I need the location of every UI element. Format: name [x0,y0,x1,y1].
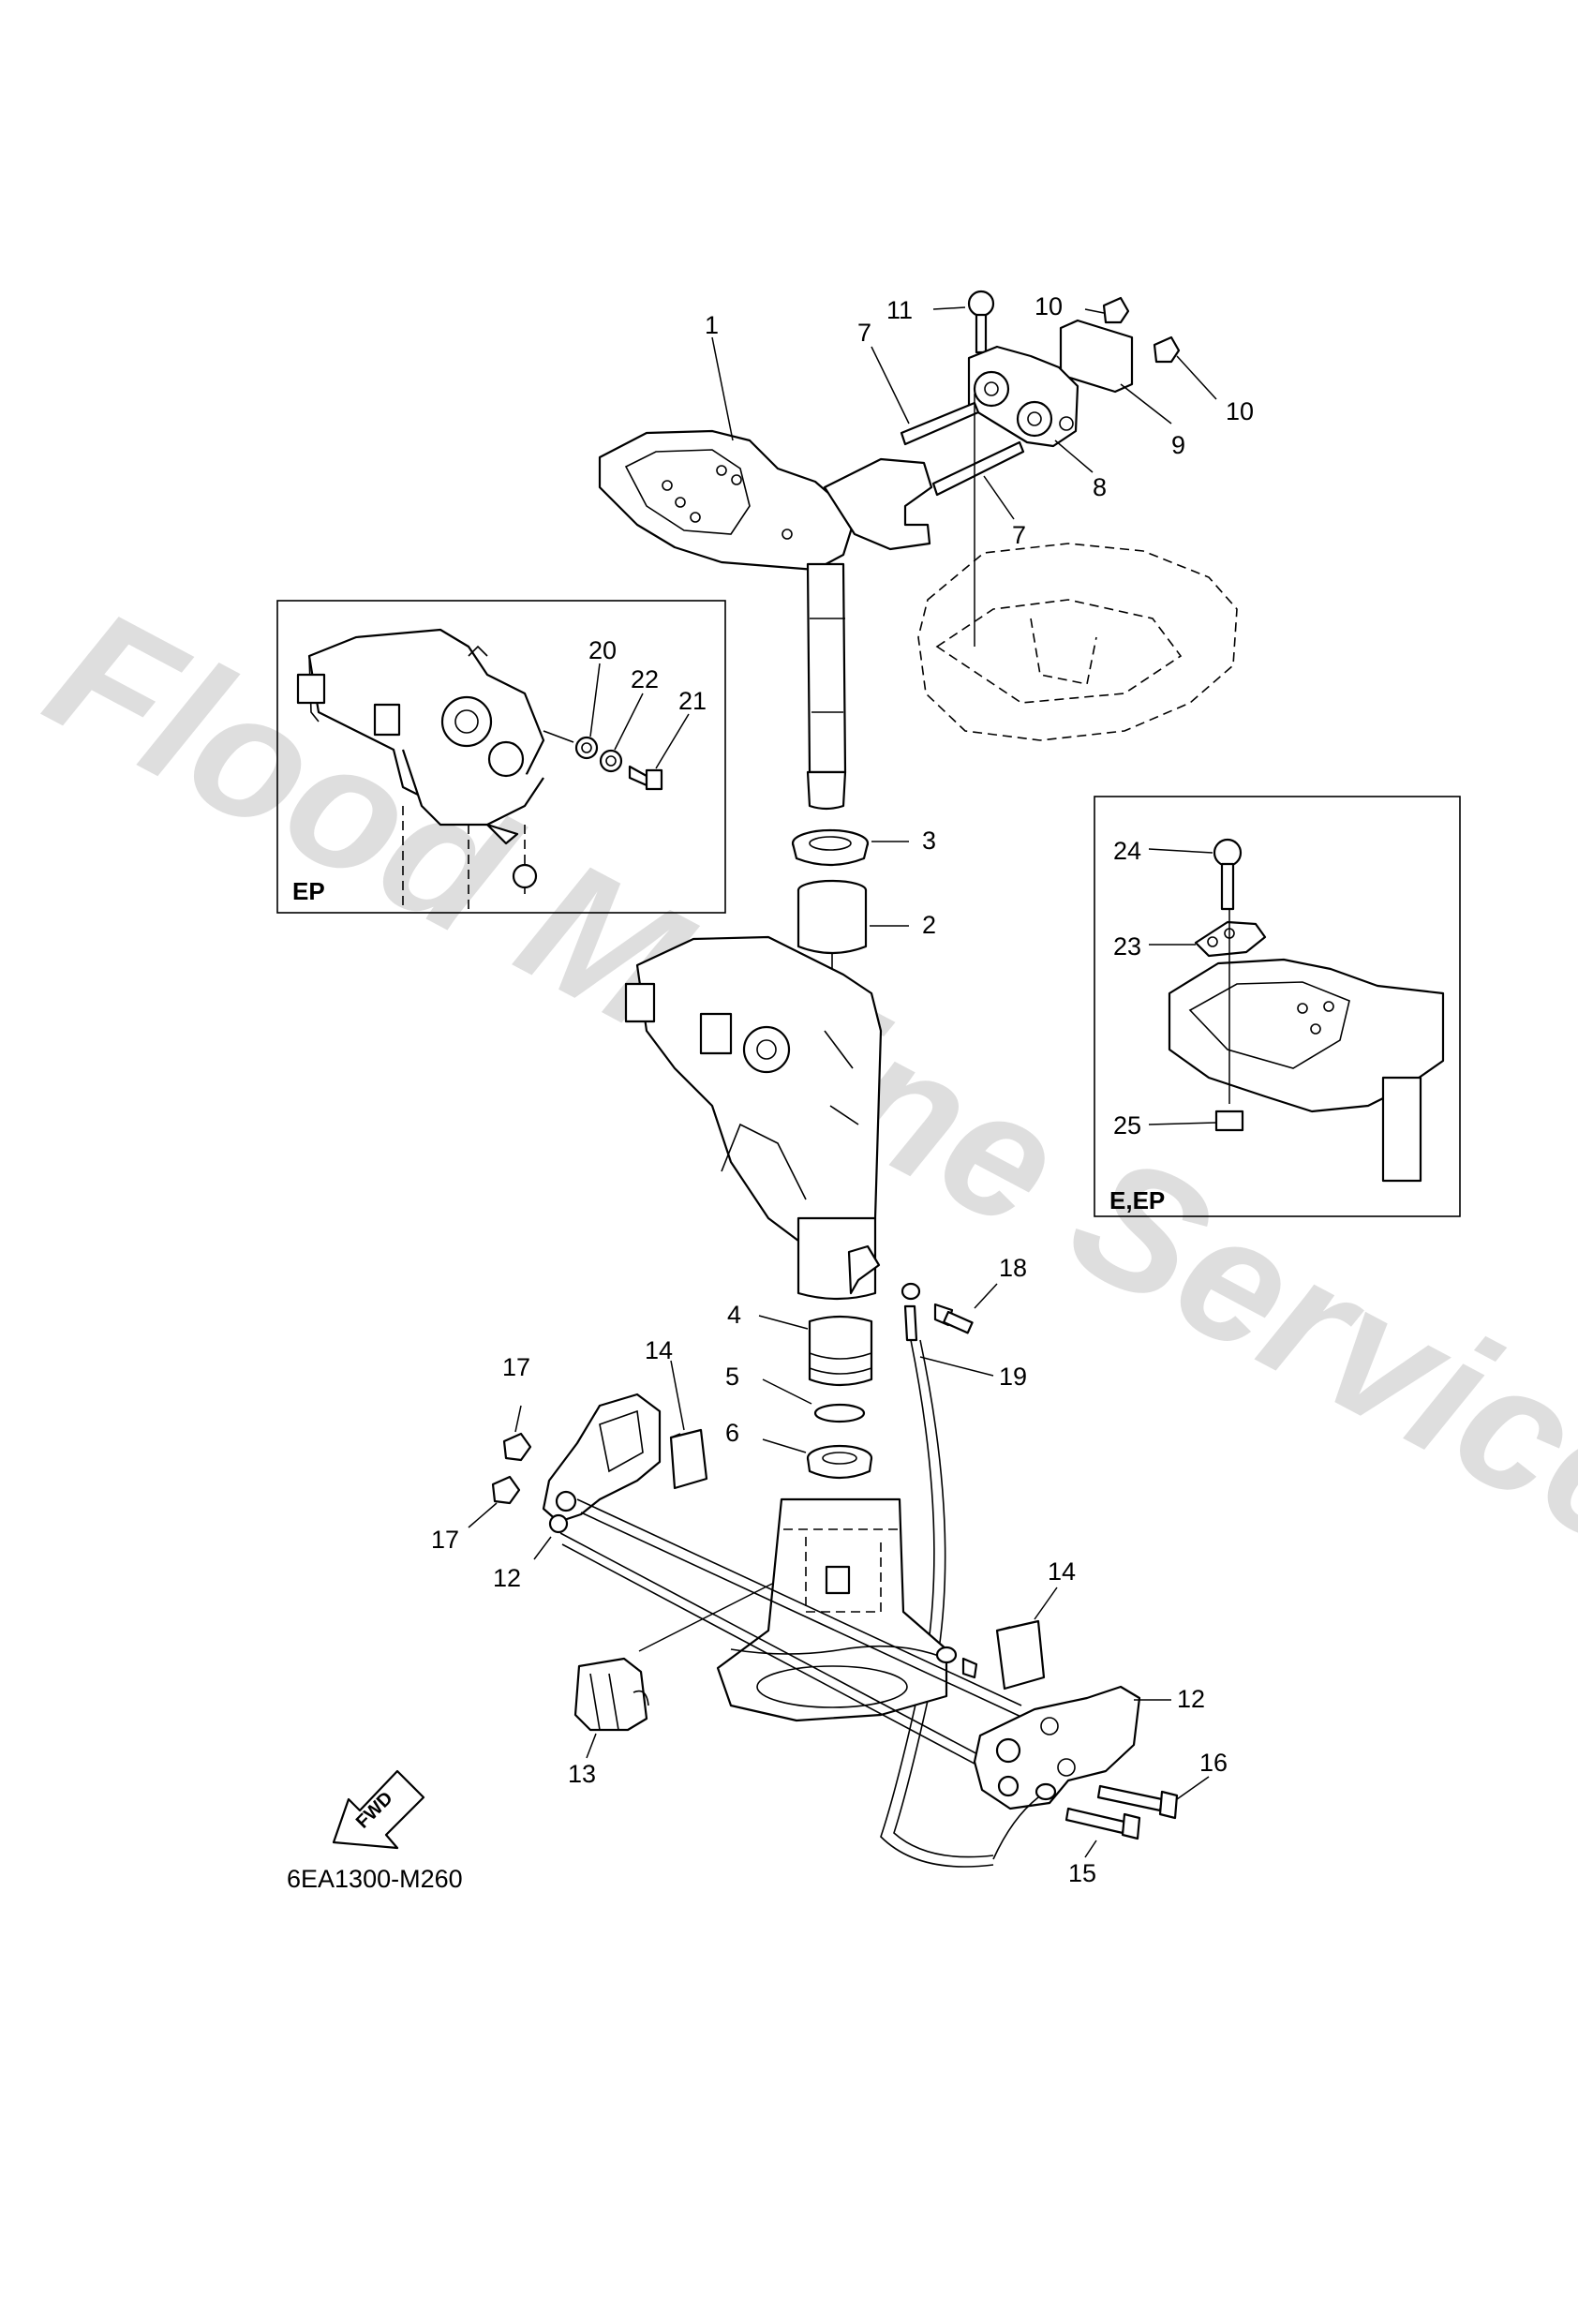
callout-15: 15 [1068,1859,1096,1887]
nut-10 [1102,296,1130,324]
callout-23: 23 [1113,932,1141,961]
callout-7b: 7 [1012,521,1026,549]
callout-14b: 14 [1048,1557,1076,1586]
callout-16: 16 [1199,1749,1228,1777]
damper-4 [808,1315,873,1387]
bolt-15 [1064,1807,1126,1835]
callout-12b: 12 [1177,1685,1205,1713]
inset-e-ep: 24 23 25 E,EP [1094,796,1461,1217]
callout-9: 9 [1171,431,1185,459]
lower-mount-housing [716,1497,948,1722]
callout-10a: 10 [1035,292,1063,320]
callout-13: 13 [568,1760,596,1788]
callout-1: 1 [705,311,719,339]
stud-7a [900,401,980,446]
callout-10b: 10 [1226,397,1254,425]
oring-5 [813,1403,866,1423]
bolt-16 [1096,1784,1164,1812]
callout-22: 22 [631,665,659,693]
callout-2: 2 [922,911,936,939]
steering-bracket-1 [598,429,855,572]
callout-4: 4 [727,1301,741,1329]
stud-7b [931,440,1025,497]
mount-bracket-12-right [973,1685,1141,1810]
inset-ep: 20 22 21 EP [276,600,726,914]
bolt-11 [967,290,995,318]
inset-ep-label: EP [292,877,325,905]
callout-25: 25 [1113,1111,1141,1140]
callout-24: 24 [1113,837,1141,865]
damper-14-lower [995,1619,1046,1691]
damper-13 [573,1657,648,1732]
callout-7a: 7 [857,319,871,347]
callout-19: 19 [999,1363,1027,1391]
callout-3: 3 [922,827,936,855]
callout-17b: 17 [431,1526,459,1554]
callout-12a: 12 [493,1564,521,1592]
damper-14-upper [669,1428,708,1490]
callout-21: 21 [678,687,707,715]
inset-e-ep-label: E,EP [1109,1186,1165,1214]
swivel-bracket [635,935,883,1267]
callout-20: 20 [588,636,617,664]
steering-shaft [806,562,847,774]
diagram-code: 6EA1300-M260 [287,1865,463,1893]
callout-17a: 17 [502,1353,530,1381]
callout-14a: 14 [645,1336,673,1364]
fwd-arrow: FWD [332,1769,425,1850]
main-assembly: 11 10 10 9 8 7 7 [431,290,1254,1887]
callout-8: 8 [1093,473,1107,501]
callout-5: 5 [725,1363,739,1391]
callout-11: 11 [886,296,913,324]
callout-18: 18 [999,1254,1027,1282]
callout-6: 6 [725,1419,739,1447]
